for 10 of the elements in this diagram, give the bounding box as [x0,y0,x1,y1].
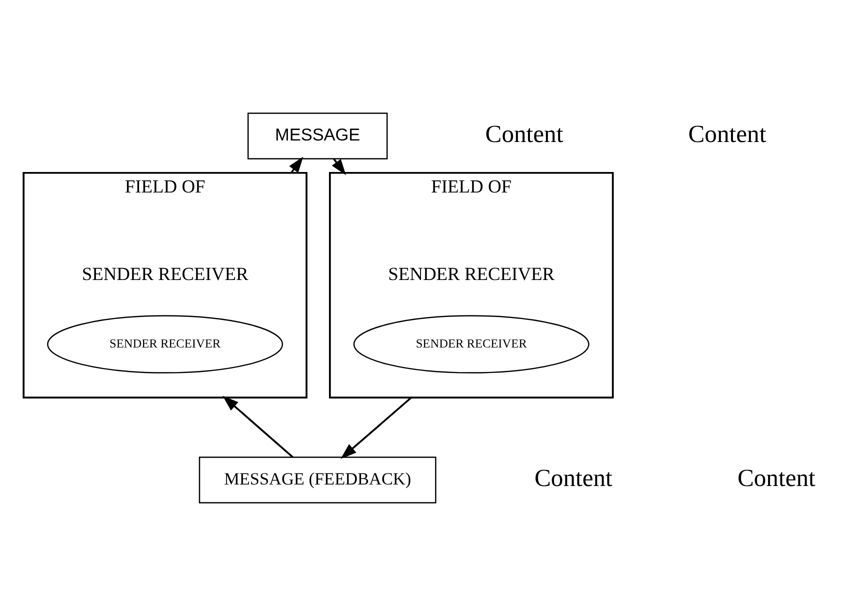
node-ellipse: SENDER RECEIVER [353,315,590,374]
label: Content [534,465,612,492]
label: Content [485,121,564,148]
arrow [222,396,294,458]
node-box: MESSAGE [247,112,388,160]
label: Content [688,121,766,148]
label: Content [737,465,816,492]
node-box: MESSAGE (FEEDBACK) [198,456,436,504]
node-ellipse: SENDER RECEIVER [47,315,284,374]
arrow [340,396,412,459]
